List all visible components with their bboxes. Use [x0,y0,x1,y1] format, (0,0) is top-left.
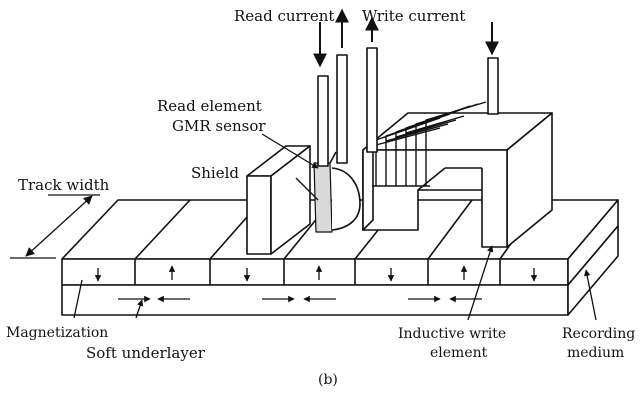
label-magnetization: Magnetization [6,325,108,341]
label-track-width: Track width [18,176,110,194]
current-arrows [313,8,499,68]
magnetization-arrows [94,265,538,282]
gmr-sensor [313,151,361,233]
labels: Read current Write current Read element … [6,7,635,388]
label-write-current: Write current [362,7,465,25]
label-read-current: Read current [234,7,334,25]
label-recording: Recording [562,326,635,342]
write-yoke [362,112,553,248]
label-gmr-sensor: GMR sensor [172,117,266,135]
label-shield: Shield [191,164,239,182]
write-leads [366,47,499,153]
read-leads [317,54,348,167]
label-inductive-write: Inductive write [398,326,506,342]
label-inductive-write-element: element [430,345,488,361]
leader-lines [10,133,597,321]
figure-caption: (b) [318,372,338,388]
label-recording-medium: medium [567,345,624,361]
label-read-element: Read element [157,97,262,115]
write-coil [372,101,487,187]
label-soft-underlayer: Soft underlayer [86,344,206,362]
